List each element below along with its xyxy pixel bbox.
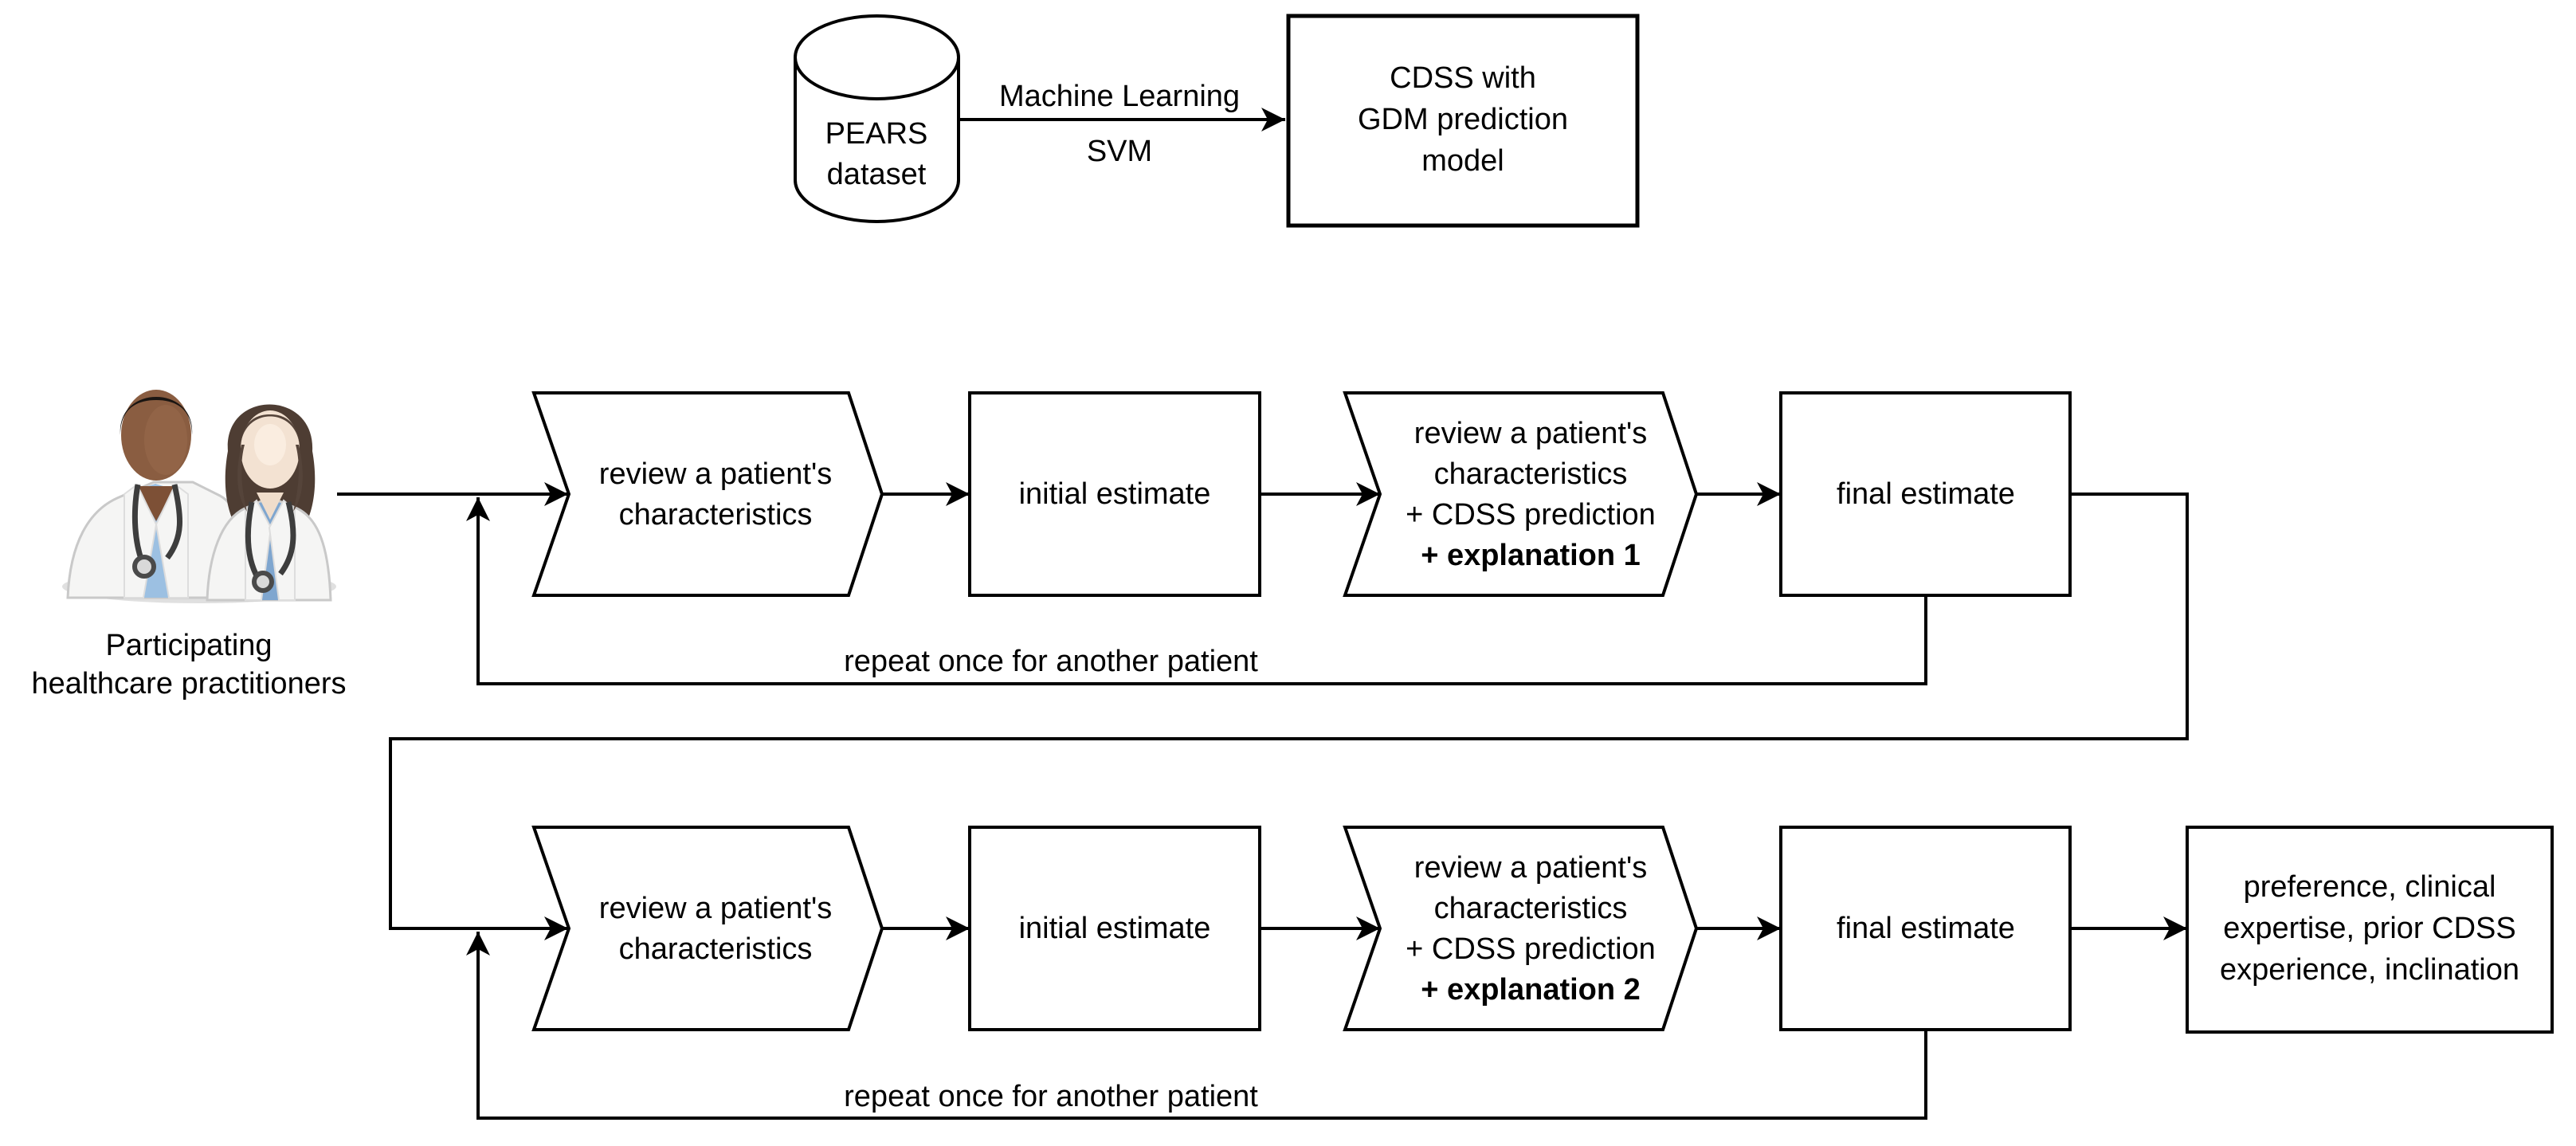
cdss-label-line3: model [1421,144,1504,178]
row1-step3-chevron [1343,391,1699,597]
row2-final-estimate-label: final estimate [1837,912,2015,945]
row2-step1-chevron [531,826,884,1031]
database-cylinder: PEARS dataset [794,14,960,223]
female-doctor [206,404,332,602]
cdss-model-box: CDSS with GDM prediction model [1286,14,1640,228]
female-hair-lock-left [237,445,247,512]
database-label-line2: dataset [827,158,927,191]
outcome-label-line3: experience, inclination [2220,953,2519,987]
database-label-line1: PEARS [825,117,928,151]
row2-step3-label-bold: + explanation 2 [1421,973,1641,1007]
row1-to-row2-connector [389,493,2189,940]
row1-repeat-loop [466,497,1927,685]
outcome-label-line1: preference, clinical [2244,870,2496,904]
outcome-box [2186,826,2554,1034]
row1-step1-label-line1: review a patient's [599,457,832,491]
cdss-model-rect [1286,14,1640,228]
training-arrow-label-bottom: SVM [1087,135,1152,168]
female-stethoscope-tube-right [278,501,296,576]
training-arrow-label-top: Machine Learning [999,80,1240,113]
row1-step3-label-line3: + CDSS prediction [1406,498,1656,532]
row2-step3-chevron [1343,826,1699,1031]
row2-step1-label-line2: characteristics [619,932,813,966]
doctors-illustration [62,390,336,603]
female-neck [257,493,284,520]
row1-step3-label-bold: + explanation 1 [1421,539,1641,572]
cdss-label-line1: CDSS with [1390,61,1536,95]
row2-step3-label-line3: + CDSS prediction [1406,932,1656,966]
actors-caption-line1: Participating [105,629,272,662]
row2-initial-estimate-label: initial estimate [1019,912,1211,945]
female-hair-lock-right [293,445,303,512]
male-face-shade [144,405,187,475]
female-stethoscope-chestpiece [252,571,274,593]
row1-step1-label-line2: characteristics [619,498,813,532]
male-stethoscope-tube-right [165,484,182,560]
database-cylinder-top [794,14,960,100]
row2-final-estimate-box [1779,826,2072,1031]
row2-step1-label-line1: review a patient's [599,892,832,925]
row1-step1-chevron [531,391,884,597]
row2-repeat-label: repeat once for another patient [844,1080,1258,1113]
row2-repeat-loop [466,932,1927,1120]
row2-step3-label-line2: characteristics [1434,892,1628,925]
female-lapel-right [268,499,296,601]
row1-step3-label-line2: characteristics [1434,457,1628,491]
actors-caption-line2: healthcare practitioners [32,667,347,701]
cdss-label-line2: GDM prediction [1358,103,1568,136]
row1-repeat-label: repeat once for another patient [844,645,1258,678]
row2-step3-label-line1: review a patient's [1414,851,1647,885]
row1-initial-estimate-label: initial estimate [1019,477,1211,511]
male-neck [137,486,175,521]
female-face-highlight [254,424,286,465]
row1-final-estimate-box [1779,391,2072,597]
row1-step3-label-line1: review a patient's [1414,417,1647,450]
database-cylinder-body [794,57,960,223]
female-stethoscope-tube-left [245,501,261,580]
male-doctor [66,390,250,599]
row1-final-estimate-label: final estimate [1837,477,2015,511]
male-stethoscope-chestpiece [132,555,156,579]
outcome-label-line2: expertise, prior CDSS [2223,912,2515,945]
